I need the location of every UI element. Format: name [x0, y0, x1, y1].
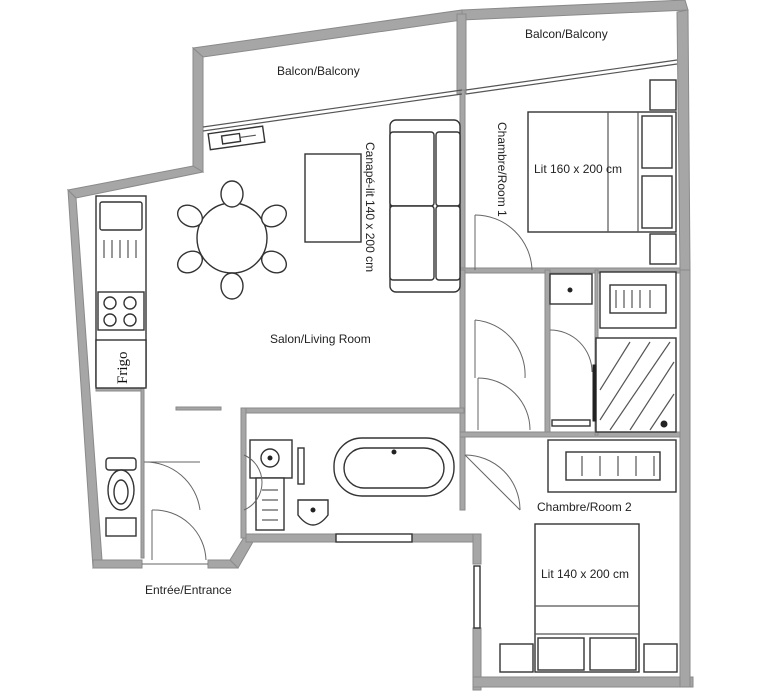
wall-living-hall: [459, 269, 466, 511]
kitchen: [95, 195, 147, 389]
coffee-table: [304, 153, 362, 243]
label-entrance: Entrée/Entrance: [145, 583, 232, 597]
wall-bottom-room2: [472, 676, 694, 688]
nightstand: [649, 233, 677, 265]
wall-room2-left: [472, 533, 482, 565]
shower-tray-icon: [595, 337, 677, 433]
wall-shower-left: [544, 269, 551, 436]
shower-room: [547, 271, 677, 493]
wall-kitchen-divider: [175, 406, 222, 411]
chair: [176, 250, 204, 274]
label-room2: Chambre/Room 2: [537, 500, 632, 514]
nightstand: [643, 643, 678, 673]
drainboard: [103, 240, 137, 258]
label-living-room: Salon/Living Room: [270, 332, 371, 346]
fridge: [95, 339, 147, 389]
chair: [220, 180, 244, 208]
bath-tap: [297, 447, 305, 485]
sink-icon: [99, 201, 143, 231]
door-bathroom: [243, 454, 263, 511]
chair: [260, 204, 288, 228]
bathroom: [249, 437, 455, 543]
pillow: [641, 115, 673, 169]
balcony-windows: [202, 59, 678, 151]
wall-wc-right: [140, 387, 145, 559]
interior-walls: [95, 13, 681, 559]
wall-living-bottom: [243, 407, 465, 414]
label-balcony-right: Balcon/Balcony: [525, 27, 608, 41]
shower-tap: [551, 419, 591, 427]
door-shower-inner: [549, 329, 593, 373]
dining-set: [176, 180, 288, 300]
wall-room2-top: [459, 431, 681, 438]
doors: [142, 214, 593, 565]
pillow: [589, 637, 637, 671]
wall-left-upper: [192, 46, 204, 173]
label-fridge: Frigo: [115, 351, 131, 384]
pillow: [641, 175, 673, 229]
wall-step: [66, 165, 205, 199]
wall-top-left: [191, 9, 463, 58]
towel-dryer: [255, 477, 285, 531]
dining-table: [196, 202, 268, 274]
wc: [105, 457, 137, 537]
door-room1: [474, 214, 533, 271]
toilet-tank: [105, 457, 137, 471]
balcony-door-slider: [207, 125, 266, 151]
wall-bottom-left: [92, 559, 143, 569]
room2-window: [473, 565, 481, 629]
wall-bath-left: [240, 407, 247, 539]
wall-bottom-bath-right: [411, 533, 479, 543]
chair: [260, 250, 288, 274]
pillow: [537, 637, 585, 671]
door-shower-lower: [477, 377, 531, 431]
wall-balcony-divider: [456, 13, 467, 95]
wall-right-upper: [676, 9, 691, 271]
wall-top-right: [461, 0, 689, 21]
nightstand: [499, 643, 534, 673]
outer-walls: [66, 0, 694, 691]
label-sofa-bed: Canapé-lit 140 x 200 cm: [363, 142, 377, 272]
wall-bottom-bath: [245, 533, 337, 543]
label-balcony-left: Balcon/Balcony: [277, 64, 360, 78]
door-entrance: [151, 509, 207, 561]
chair: [176, 204, 204, 228]
wall-right-lower: [679, 269, 691, 688]
chair: [220, 272, 244, 300]
labels: Balcon/Balcony Balcon/Balcony Canapé-lit…: [115, 27, 632, 597]
label-bed2: Lit 140 x 200 cm: [541, 567, 629, 581]
label-bed1: Lit 160 x 200 cm: [534, 162, 622, 176]
room2: [473, 523, 678, 673]
hand-basin-icon: [105, 517, 137, 537]
door-shower: [474, 319, 526, 379]
label-room1: Chambre/Room 1: [495, 122, 509, 217]
wall-living-room1: [459, 89, 466, 271]
bathroom-window: [335, 533, 413, 543]
sofa-bed: [389, 119, 461, 293]
door-wc: [143, 461, 201, 511]
room1: [527, 79, 677, 265]
door-room2: [464, 454, 521, 511]
nightstand: [649, 79, 677, 111]
